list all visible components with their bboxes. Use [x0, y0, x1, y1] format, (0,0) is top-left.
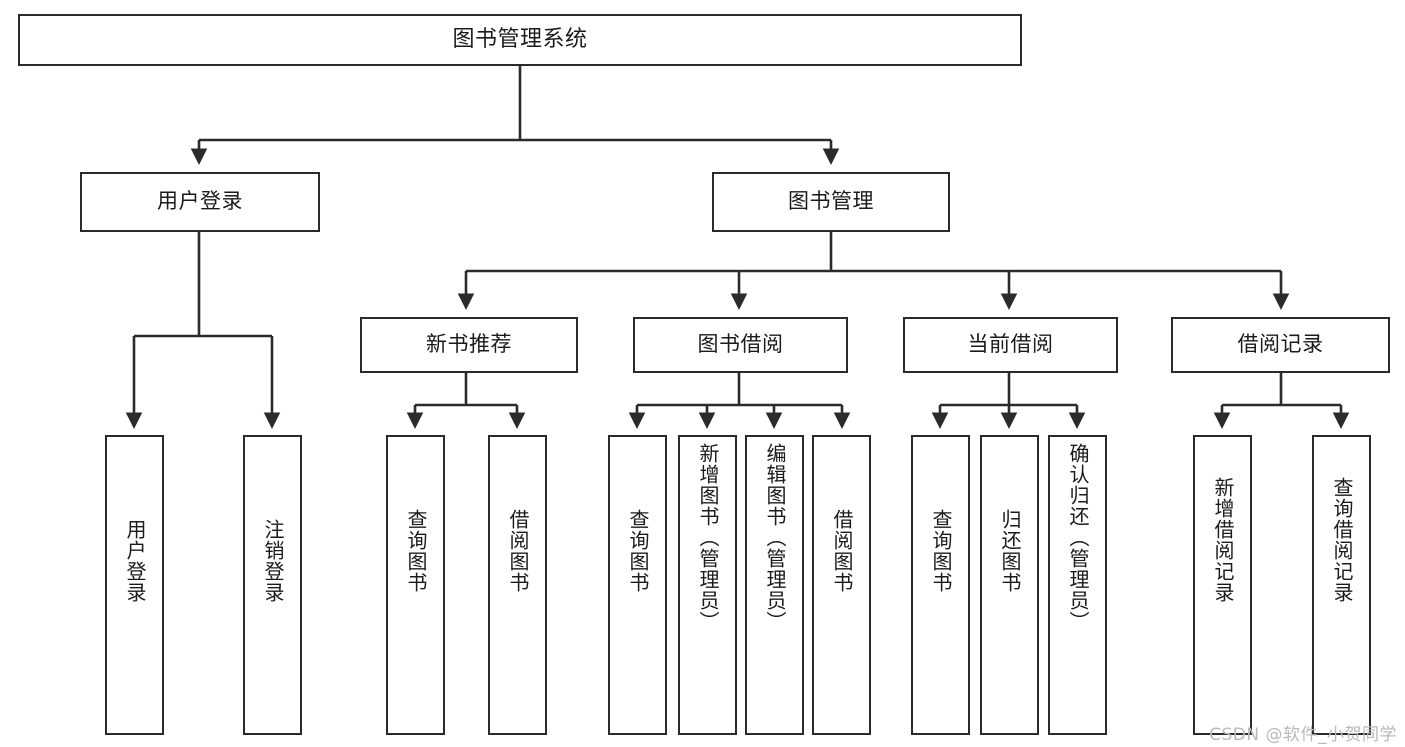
- node-label: 新增借阅记录: [1211, 477, 1235, 603]
- node-label: 查询图书: [929, 509, 953, 593]
- node-current-borrow[interactable]: 当前借阅: [903, 317, 1118, 373]
- node-label: 借阅图书: [506, 509, 530, 593]
- node-label: 新书推荐: [426, 332, 512, 357]
- node-label: 当前借阅: [967, 332, 1054, 357]
- leaf-edit-book-admin[interactable]: 编辑图书（管理员）: [745, 435, 804, 735]
- leaf-query-book-recommend[interactable]: 查询图书: [386, 435, 445, 735]
- leaf-add-borrow-record[interactable]: 新增借阅记录: [1193, 435, 1252, 735]
- node-user-login[interactable]: 用户登录: [80, 172, 320, 232]
- node-book-management[interactable]: 图书管理: [712, 172, 950, 232]
- node-label: 注销登录: [261, 519, 285, 603]
- node-label: 查询图书: [626, 509, 650, 593]
- leaf-return-book[interactable]: 归还图书: [980, 435, 1039, 735]
- node-label: 归还图书: [998, 509, 1022, 593]
- node-label: 确认归还（管理员）: [1066, 443, 1090, 632]
- node-label: 借阅图书: [830, 509, 854, 593]
- node-label: 图书管理系统: [452, 26, 588, 52]
- leaf-query-borrow-record[interactable]: 查询借阅记录: [1312, 435, 1371, 735]
- leaf-user-logout[interactable]: 注销登录: [243, 435, 302, 735]
- csdn-watermark: CSDN @软件_小贺同学: [1209, 725, 1397, 745]
- node-label: 新增图书（管理员）: [696, 443, 720, 632]
- leaf-query-book-borrow[interactable]: 查询图书: [608, 435, 667, 735]
- node-label: 图书管理: [788, 189, 874, 214]
- node-root-system[interactable]: 图书管理系统: [18, 14, 1022, 66]
- node-borrow-record[interactable]: 借阅记录: [1171, 317, 1390, 373]
- node-label: 借阅记录: [1237, 332, 1324, 357]
- node-label: 图书借阅: [697, 332, 784, 357]
- node-label: 查询图书: [404, 509, 428, 593]
- node-label: 查询借阅记录: [1330, 477, 1354, 603]
- node-label: 用户登录: [123, 519, 147, 603]
- leaf-borrow-book-recommend[interactable]: 借阅图书: [488, 435, 547, 735]
- leaf-borrow-book[interactable]: 借阅图书: [812, 435, 871, 735]
- node-new-book-recommend[interactable]: 新书推荐: [360, 317, 578, 373]
- leaf-add-book-admin[interactable]: 新增图书（管理员）: [678, 435, 737, 735]
- leaf-query-book-current[interactable]: 查询图书: [911, 435, 970, 735]
- leaf-user-login[interactable]: 用户登录: [105, 435, 164, 735]
- node-book-borrow[interactable]: 图书借阅: [633, 317, 848, 373]
- leaf-confirm-return-admin[interactable]: 确认归还（管理员）: [1048, 435, 1107, 735]
- node-label: 编辑图书（管理员）: [763, 443, 787, 632]
- node-label: 用户登录: [157, 189, 243, 214]
